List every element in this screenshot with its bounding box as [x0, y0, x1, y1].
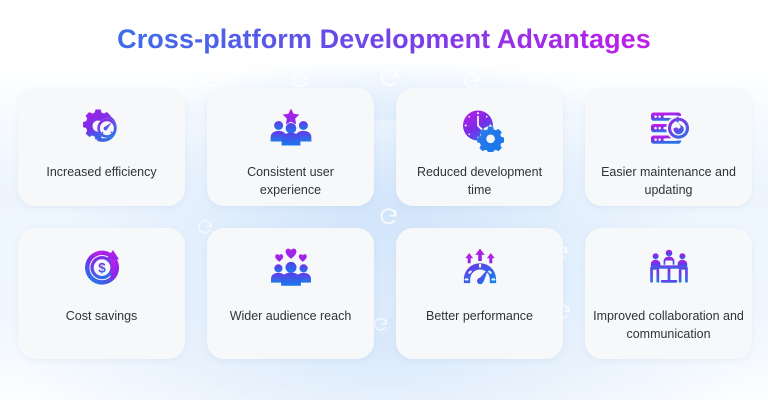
refresh-circle-icon — [378, 66, 401, 89]
card-reduced-development-time[interactable]: Reduced development time — [396, 88, 563, 206]
meeting-table-icon — [643, 242, 695, 294]
card-label: Better performance — [426, 309, 533, 323]
page-title: Cross-platform Development Advantages — [0, 24, 768, 55]
refresh-circle-icon — [290, 70, 310, 90]
card-better-performance[interactable]: Better performance — [396, 228, 563, 359]
card-increased-efficiency[interactable]: Increased efficiency — [18, 88, 185, 206]
users-star-icon — [266, 102, 316, 154]
clock-gear-icon — [455, 102, 505, 154]
card-cost-savings[interactable]: $ Cost savings — [18, 228, 185, 359]
refresh-circle-icon — [200, 68, 222, 90]
svg-text:$: $ — [98, 261, 106, 276]
card-label: Cost savings — [65, 309, 138, 323]
card-wider-audience-reach[interactable]: Wider audience reach — [207, 228, 374, 359]
card-label: Increased efficiency — [46, 165, 157, 179]
card-label: Easier maintenance and updating — [601, 165, 736, 197]
server-refresh-icon — [644, 102, 694, 154]
card-easier-maintenance[interactable]: Easier maintenance and updating — [585, 88, 752, 206]
card-label: Reduced development time — [416, 165, 543, 197]
users-hearts-icon — [265, 242, 317, 294]
card-label: Wider audience reach — [229, 309, 352, 323]
gear-speedometer-icon — [78, 102, 126, 154]
dollar-coin-arrow-icon: $ — [77, 242, 127, 294]
card-label: Consistent user experience — [247, 165, 334, 197]
card-improved-collaboration[interactable]: Improved collaboration and communication — [585, 228, 752, 359]
gauge-arrows-icon — [454, 242, 506, 294]
card-label: Improved collaboration and communication — [593, 309, 744, 341]
card-consistent-user-experience[interactable]: Consistent user experience — [207, 88, 374, 206]
advantages-grid: Increased efficiency — [18, 88, 752, 359]
